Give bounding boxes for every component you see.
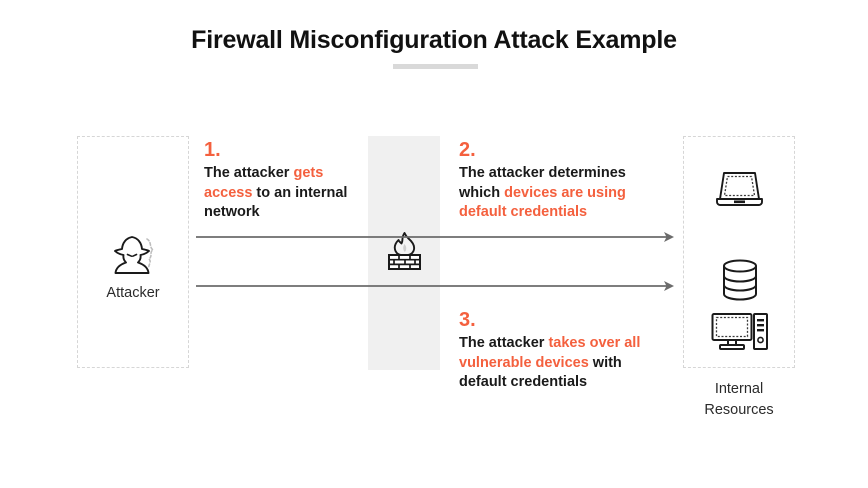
plain-text: The attacker <box>204 165 294 181</box>
attacker-label: Attacker <box>106 285 160 301</box>
plain-text: with default credentials <box>459 354 622 391</box>
step-1-text: The attacker gets access to an internal … <box>204 164 364 223</box>
page-title: Firewall Misconfiguration Attack Example <box>191 26 677 54</box>
resources-label-line1: Internal <box>714 381 764 397</box>
laptop-icon <box>714 171 765 209</box>
database-icon <box>721 259 759 301</box>
desktop-computer-icon <box>711 311 768 353</box>
step-1-number: 1. <box>204 139 221 161</box>
plain-text: The attacker determines which <box>459 165 626 201</box>
step-3: 3. The attacker takes over all vulnerabl… <box>459 308 664 393</box>
step-3-text: The attacker takes over all vulnerable d… <box>459 334 664 393</box>
title-divider <box>393 64 478 69</box>
highlighted-text: devices are using default credentials <box>459 184 626 221</box>
highlighted-text: takes over all vulnerable devices <box>459 335 641 371</box>
step-3-number: 3. <box>459 309 476 331</box>
step-2-number: 2. <box>459 139 476 161</box>
highlighted-text: gets access <box>204 165 324 201</box>
firewall-icon <box>386 231 423 271</box>
resources-label-line2: Resources <box>704 402 774 418</box>
arrow-attacker-to-resources-2 <box>196 278 682 294</box>
step-2-text: The attacker determines which devices ar… <box>459 164 664 223</box>
step-2: 2. The attacker determines which devices… <box>459 138 664 223</box>
plain-text: to an internal network <box>204 184 348 221</box>
plain-text: The attacker <box>459 335 549 351</box>
internal-resources-panel <box>683 136 795 368</box>
internal-resources-label: Internal Resources <box>668 379 810 421</box>
step-1: 1. The attacker gets access to an intern… <box>204 138 364 223</box>
hacker-icon <box>103 227 165 277</box>
arrow-attacker-to-resources-1 <box>196 229 682 245</box>
attacker-panel <box>77 136 189 368</box>
